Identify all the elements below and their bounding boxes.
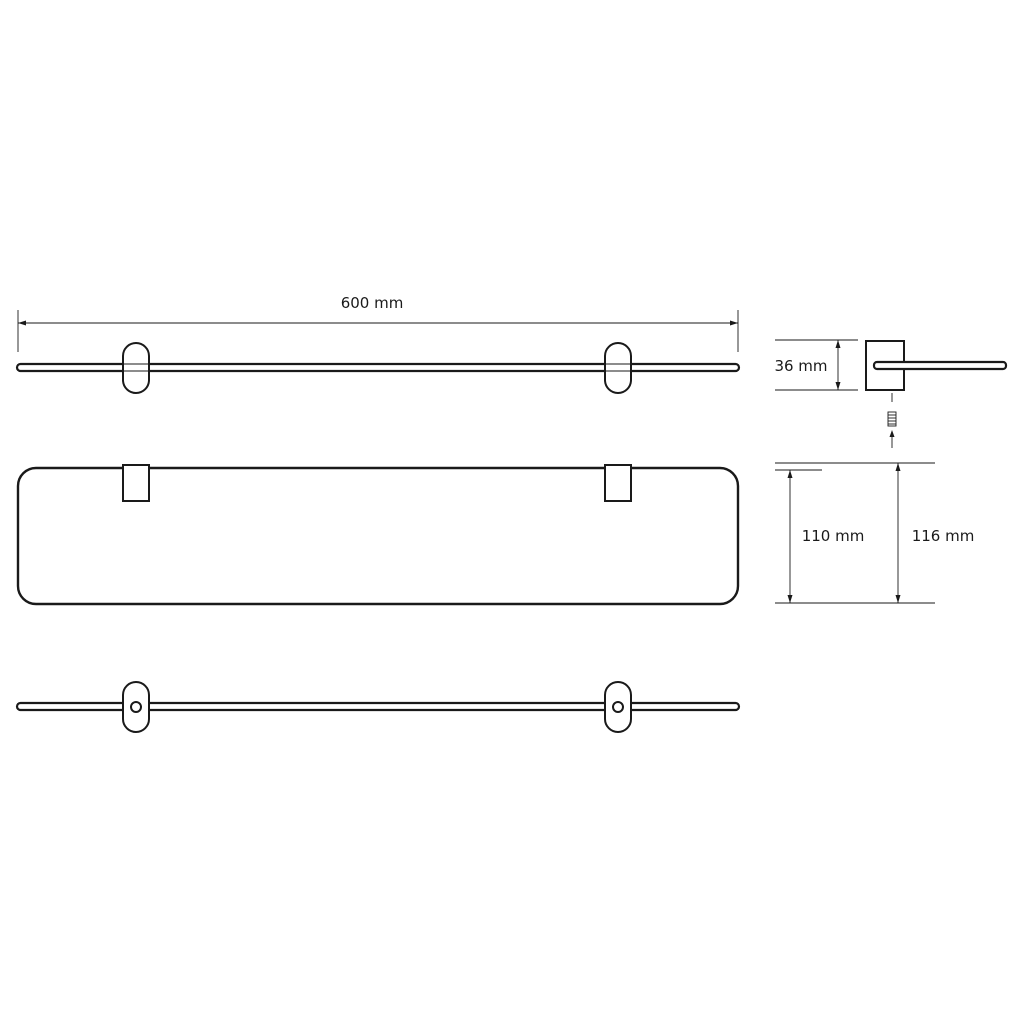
bottom-view <box>15 681 741 733</box>
glass-plate <box>16 466 740 606</box>
right-screw-hole <box>612 701 624 713</box>
left-screw-hole <box>130 701 142 713</box>
glass-depth-label: 110 mm <box>802 527 865 545</box>
left-bracket <box>122 342 150 394</box>
right-bracket <box>604 342 632 394</box>
left-bracket-top <box>122 464 150 502</box>
side-view: 36 mm 110 mm 116 mm <box>774 339 1008 604</box>
top-view <box>16 464 740 606</box>
total-depth-label: 116 mm <box>912 527 975 545</box>
front-view <box>15 342 741 394</box>
right-bracket-top <box>604 464 632 502</box>
width-dimension-label: 600 mm <box>341 294 404 312</box>
glass-shelf-edge-bottom <box>15 701 741 712</box>
width-dimension: 600 mm <box>17 294 739 352</box>
side-glass-edge <box>872 360 1008 371</box>
glass-shelf-edge <box>15 362 741 373</box>
screw-icon <box>887 411 897 427</box>
arrow-up-icon <box>889 430 895 437</box>
side-depth-label: 36 mm <box>774 357 827 375</box>
